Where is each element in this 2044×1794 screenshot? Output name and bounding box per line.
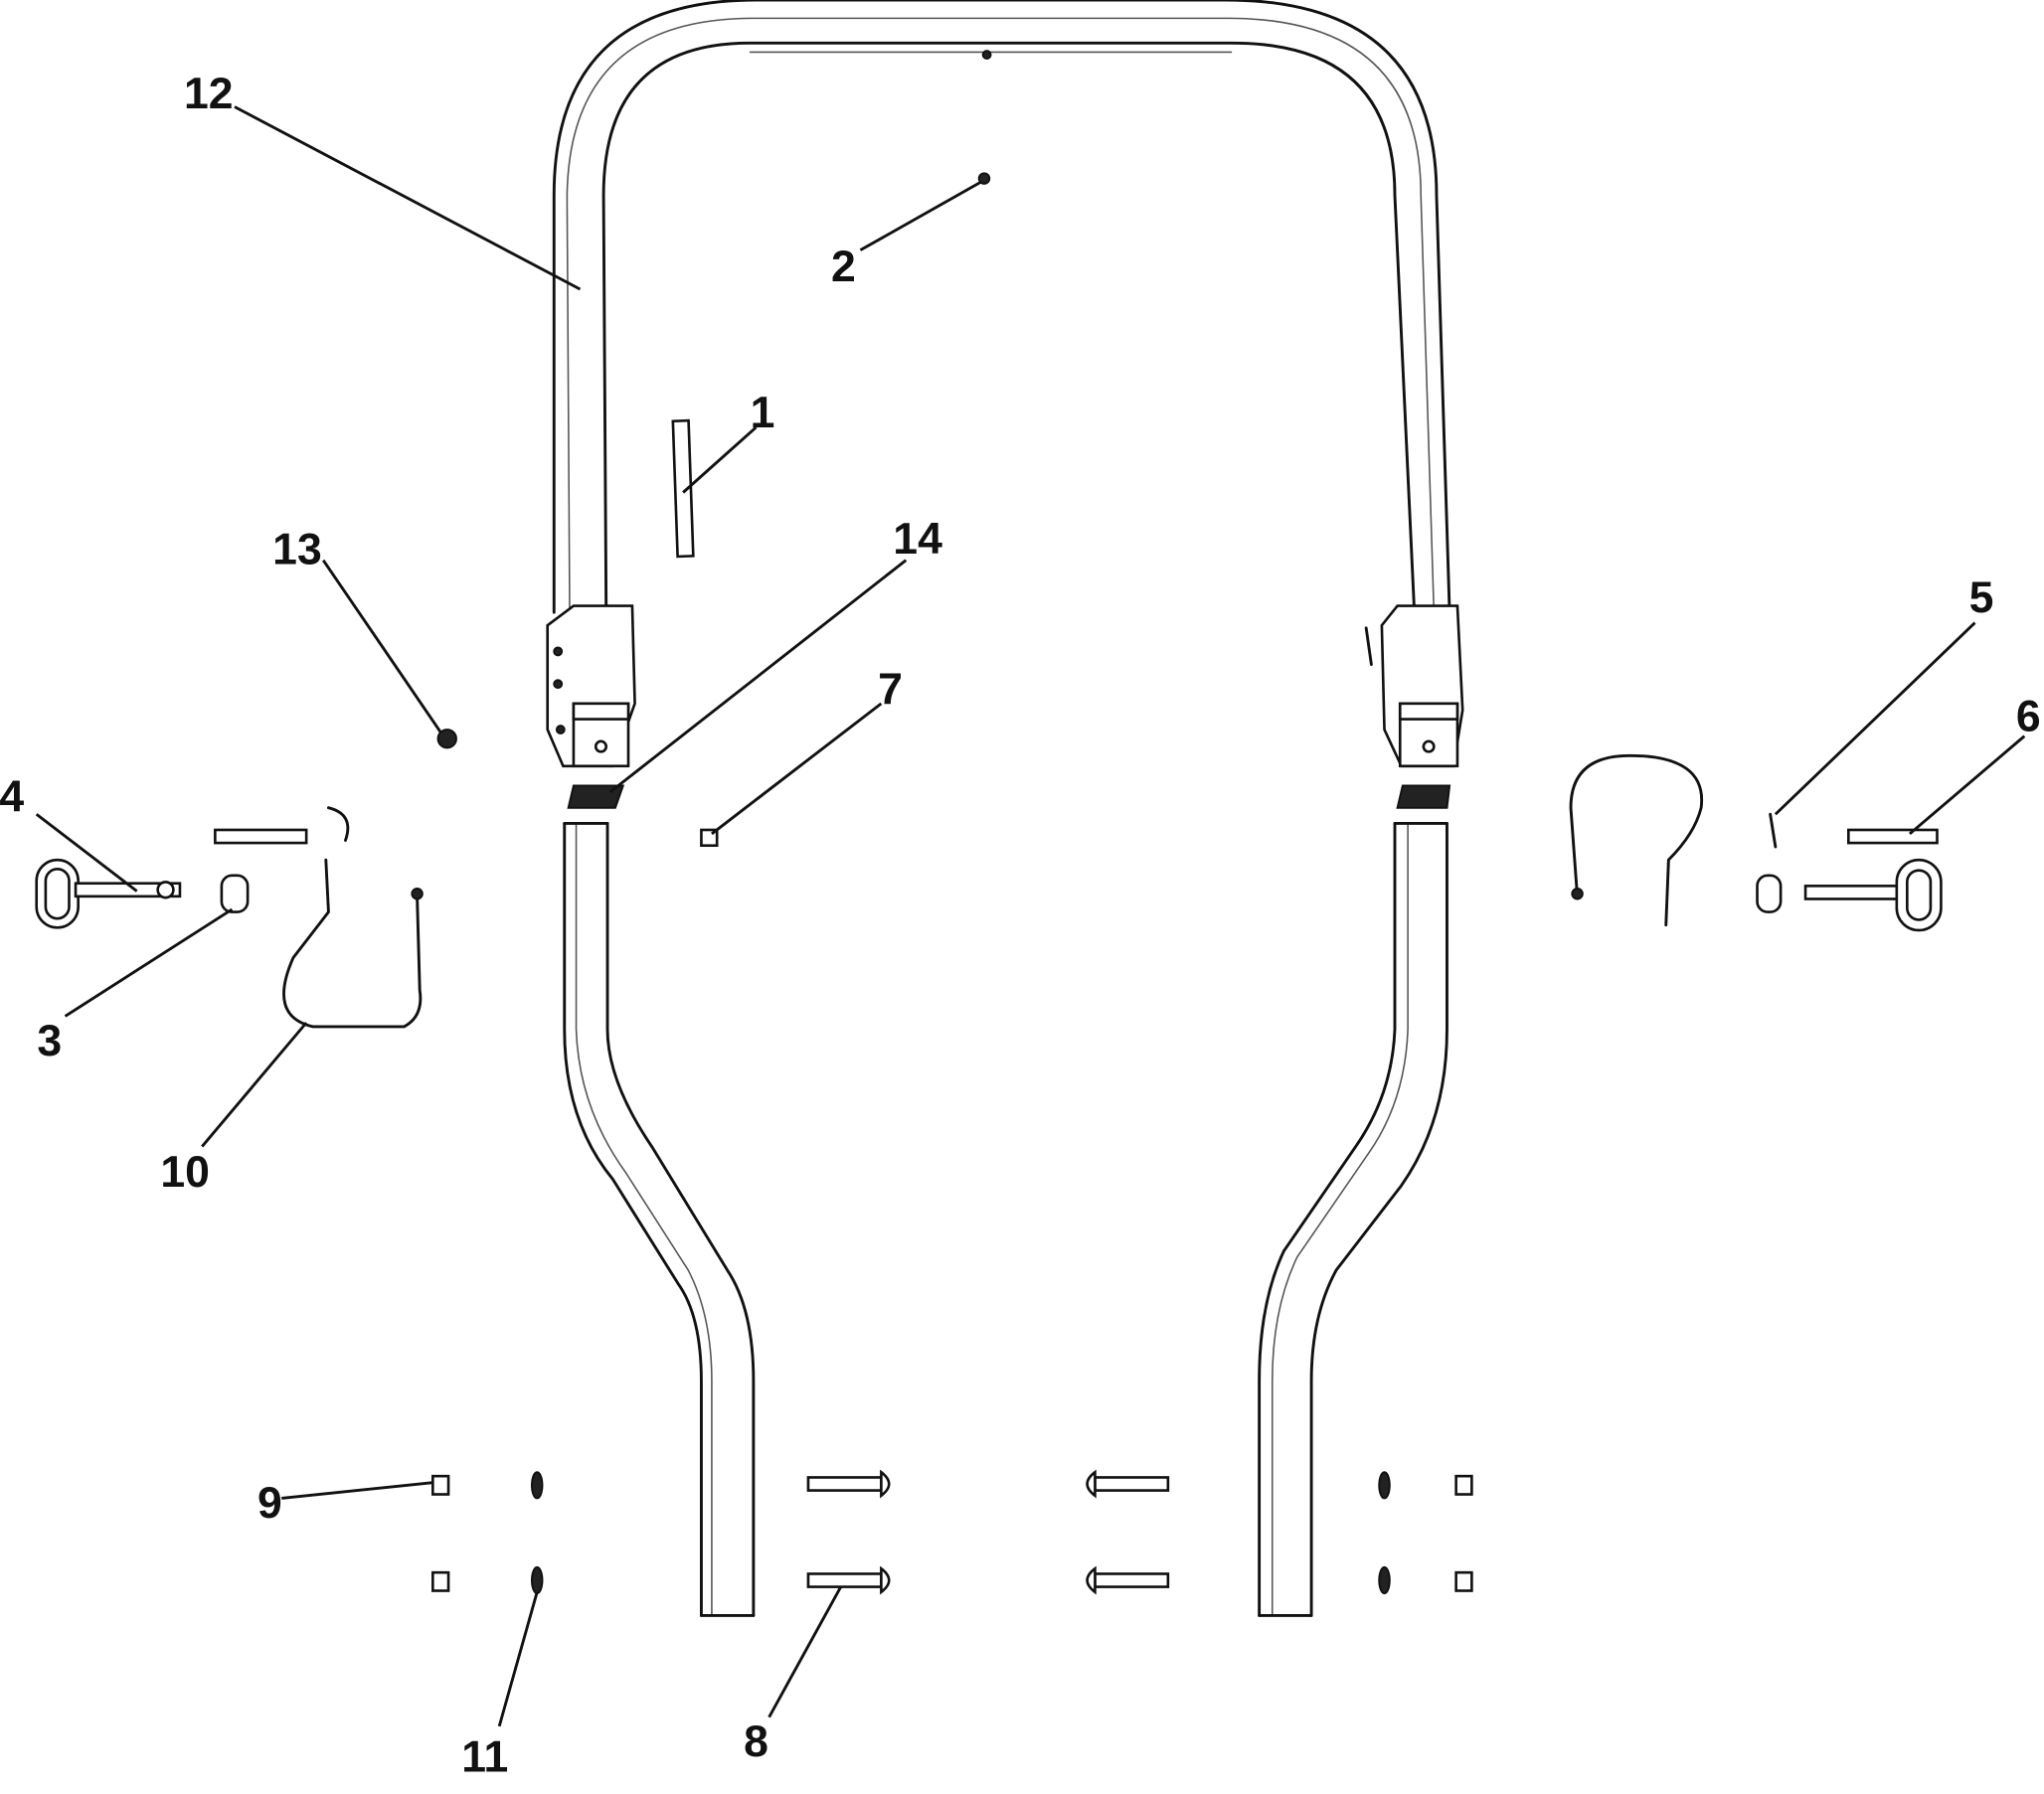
left-bracket [546,604,636,768]
upper-roll-bar [552,0,1451,614]
callout-11: 11 [461,1733,508,1782]
bottom-hardware [431,1469,1473,1595]
callout-1: 1 [751,389,775,437]
callout-14: 14 [893,515,942,564]
callout-10: 10 [160,1148,210,1197]
grommet [436,729,457,749]
right-spacer [1396,784,1451,809]
right-lower-tube [1258,821,1448,1617]
callout-2: 2 [831,243,856,291]
decal [671,418,695,559]
callout-12: 12 [184,70,234,118]
callout-5: 5 [1969,573,1994,622]
right-pin-assembly [1569,753,1943,932]
callout-4: 4 [0,773,24,822]
callout-6: 6 [2016,692,2041,740]
callout-3: 3 [37,1017,62,1065]
left-pin-assembly [35,806,424,1029]
right-bracket [1364,604,1464,768]
callout-9: 9 [257,1479,282,1528]
left-lower-tube [563,821,756,1617]
leader-lines [35,105,2026,1727]
callout-8: 8 [744,1717,768,1766]
callout-7: 7 [878,665,903,714]
callout-13: 13 [272,526,322,574]
plug [977,172,991,185]
